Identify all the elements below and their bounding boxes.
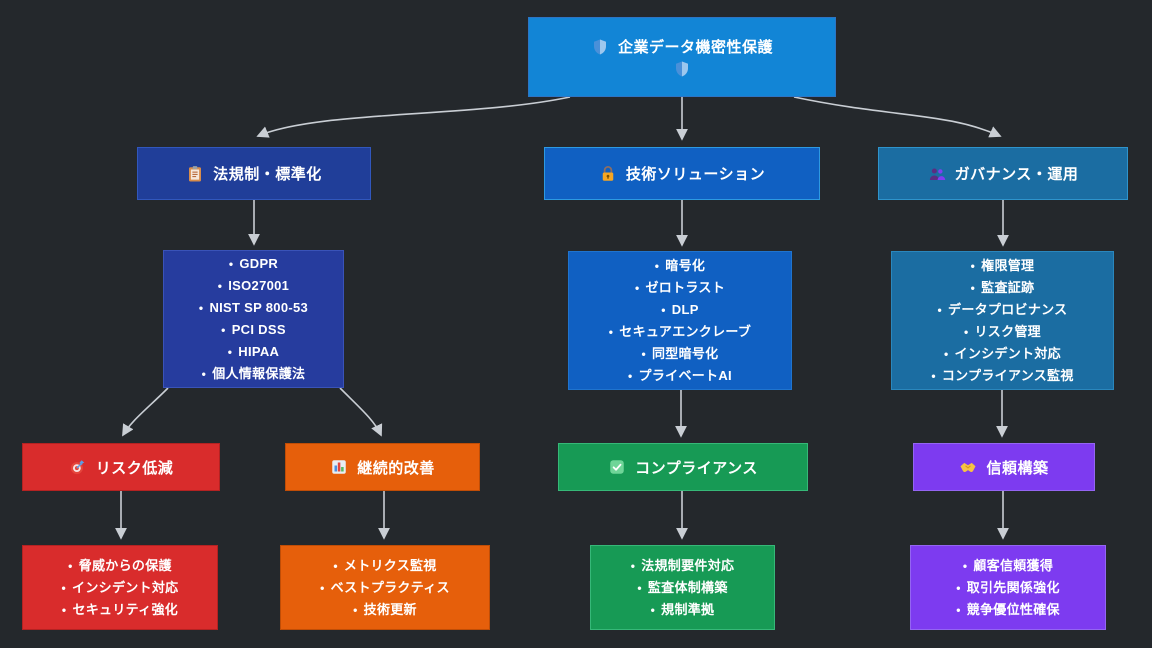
node-label: コンプライアンス (635, 459, 758, 477)
governance-items: 権限管理 監査証跡 データプロビナンス リスク管理 インシデント対応 コンプライ… (931, 255, 1074, 387)
technology-list: 暗号化 ゼロトラスト DLP セキュアエンクレーブ 同型暗号化 プライベートAI (568, 251, 792, 390)
trust-building-list: 顧客信頼獲得 取引先関係強化 競争優位性確保 (910, 545, 1106, 630)
root-label: 企業データ機密性保護 (617, 39, 773, 56)
node-continuous-improvement: 継続的改善 (285, 443, 480, 491)
node-label: 技術ソリューション (625, 166, 766, 183)
list-item: 権限管理 (931, 255, 1073, 277)
list-item: 取引先関係強化 (956, 577, 1060, 599)
shield-icon (673, 60, 691, 78)
node-governance: ガバナンス・運用 (878, 147, 1128, 200)
node-label: リスク低減 (95, 459, 174, 477)
list-item: 技術更新 (320, 599, 450, 621)
edge-root-reg (256, 96, 571, 138)
continuous-improvement-items: メトリクス監視 ベストプラクティス 技術更新 (320, 555, 450, 621)
list-item: PCI DSS (199, 319, 308, 341)
list-item: セキュアエンクレーブ (609, 321, 751, 343)
node-technology: 技術ソリューション (544, 147, 820, 200)
list-item: ゼロトラスト (609, 277, 751, 299)
edge-reglist-improve (339, 387, 383, 437)
handshake-icon (959, 458, 977, 476)
list-item: 同型暗号化 (609, 343, 751, 365)
list-item: コンプライアンス監視 (931, 365, 1074, 387)
node-label: 継続的改善 (357, 459, 435, 477)
list-item: 顧客信頼獲得 (956, 555, 1060, 577)
bar-chart-icon (330, 458, 348, 476)
governance-list: 権限管理 監査証跡 データプロビナンス リスク管理 インシデント対応 コンプライ… (891, 251, 1114, 390)
people-icon (928, 165, 946, 183)
list-item: セキュリティ強化 (62, 599, 179, 621)
list-item: 監査体制構築 (631, 577, 735, 599)
list-item: DLP (609, 299, 751, 321)
clipboard-icon (186, 165, 204, 183)
list-item: HIPAA (199, 341, 308, 363)
node-regulation: 法規制・標準化 (137, 147, 371, 200)
node-compliance: コンプライアンス (558, 443, 808, 491)
shield-icon (591, 38, 609, 56)
list-item: 脅威からの保護 (62, 555, 179, 577)
node-label: ガバナンス・運用 (954, 166, 1079, 183)
compliance-list: 法規制要件対応 監査体制構築 規制準拠 (590, 545, 775, 630)
list-item: プライベートAI (609, 365, 751, 387)
continuous-improvement-list: メトリクス監視 ベストプラクティス 技術更新 (280, 545, 490, 630)
node-root: 企業データ機密性保護 (528, 17, 836, 97)
technology-items: 暗号化 ゼロトラスト DLP セキュアエンクレーブ 同型暗号化 プライベートAI (609, 255, 751, 387)
risk-reduction-items: 脅威からの保護 インシデント対応 セキュリティ強化 (62, 555, 179, 621)
list-item: NIST SP 800-53 (199, 297, 308, 319)
trust-building-items: 顧客信頼獲得 取引先関係強化 競争優位性確保 (956, 555, 1060, 621)
list-item: 競争優位性確保 (956, 599, 1060, 621)
list-item: GDPR (199, 253, 308, 275)
list-item: 規制準拠 (631, 599, 735, 621)
node-trust-building: 信頼構築 (913, 443, 1095, 491)
list-item: 個人情報保護法 (199, 363, 308, 385)
edge-reglist-risk (122, 387, 169, 437)
list-item: リスク管理 (931, 321, 1073, 343)
list-item: 法規制要件対応 (631, 555, 735, 577)
node-label: 信頼構築 (986, 459, 1049, 477)
list-item: 監査証跡 (931, 277, 1073, 299)
list-item: データプロビナンス (931, 299, 1073, 321)
risk-reduction-list: 脅威からの保護 インシデント対応 セキュリティ強化 (22, 545, 218, 630)
list-item: メトリクス監視 (320, 555, 450, 577)
check-icon (608, 458, 626, 476)
edge-root-gov (793, 96, 1002, 138)
list-item: インシデント対応 (62, 577, 179, 599)
regulation-items: GDPR ISO27001 NIST SP 800-53 PCI DSS HIP… (199, 253, 308, 385)
list-item: ベストプラクティス (320, 577, 450, 599)
list-item: ISO27001 (199, 275, 308, 297)
regulation-list: GDPR ISO27001 NIST SP 800-53 PCI DSS HIP… (163, 250, 344, 388)
compliance-items: 法規制要件対応 監査体制構築 規制準拠 (631, 555, 735, 621)
lock-icon (599, 165, 617, 183)
list-item: 暗号化 (609, 255, 751, 277)
node-risk-reduction: リスク低減 (22, 443, 220, 491)
node-label: 法規制・標準化 (213, 166, 322, 183)
target-icon (69, 458, 87, 476)
list-item: インシデント対応 (931, 343, 1073, 365)
